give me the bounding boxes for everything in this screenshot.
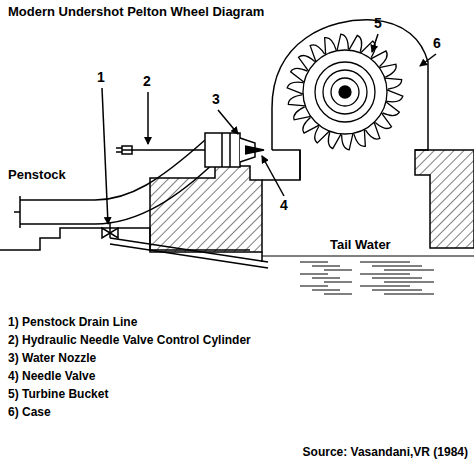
part-label: Tail Water xyxy=(330,238,391,252)
drain-stub xyxy=(109,222,111,238)
water-ripple xyxy=(360,286,410,287)
bank-block xyxy=(415,150,474,248)
title: Modern Undershot Pelton Wheel Diagram xyxy=(8,5,264,19)
legend-line: 5) Turbine Bucket xyxy=(8,388,108,401)
callout-number: 2 xyxy=(143,74,151,89)
leader-line xyxy=(262,156,284,196)
water-ripple xyxy=(360,262,410,263)
leader-line xyxy=(218,110,238,134)
nozzle-ring xyxy=(222,133,230,167)
turbine-bucket-stroke xyxy=(354,129,365,146)
leader-line xyxy=(102,88,108,224)
water-ripple xyxy=(312,290,340,291)
turbine-bucket-stroke xyxy=(299,56,315,72)
turbine-bucket-stroke xyxy=(294,107,311,120)
turbine-bucket-stroke xyxy=(387,90,403,102)
turbine-bucket-stroke xyxy=(342,133,353,150)
water-ripple xyxy=(312,266,340,267)
drain-valve xyxy=(102,228,118,238)
legend-line: 6) Case xyxy=(8,406,51,419)
turbine-bucket-stroke xyxy=(287,82,303,94)
water-ripple xyxy=(300,286,328,287)
water-ripple xyxy=(372,266,422,267)
leader-line xyxy=(147,92,149,144)
water-ripple xyxy=(384,294,434,295)
callout-number: 1 xyxy=(97,70,105,85)
turbine-bucket-stroke xyxy=(325,38,336,55)
water-ripple xyxy=(300,262,328,263)
water-ripple xyxy=(360,274,410,275)
legend-line: 2) Hydraulic Needle Valve Control Cylind… xyxy=(8,334,251,347)
water-ripple xyxy=(384,270,434,271)
water-ripple xyxy=(300,274,328,275)
turbine-bucket-stroke xyxy=(379,64,396,77)
callout-number: 4 xyxy=(280,198,288,213)
penstock-flange xyxy=(14,196,20,228)
leader-line xyxy=(420,54,436,66)
turbine-bucket-stroke xyxy=(349,35,362,51)
callout-number: 3 xyxy=(212,92,220,107)
legend-line: 3) Water Nozzle xyxy=(8,352,96,365)
water-ripple xyxy=(372,278,422,279)
water-ripple xyxy=(312,278,340,279)
pit-wall xyxy=(262,150,300,262)
turbine-bucket-stroke xyxy=(315,126,330,143)
water-ripple xyxy=(324,294,352,295)
part-label: Penstock xyxy=(8,168,66,182)
turbine-bucket-stroke xyxy=(288,95,305,106)
turbine-bucket-stroke xyxy=(383,102,400,116)
turbine-bucket-stroke xyxy=(361,41,376,58)
turbine-bucket-stroke xyxy=(371,51,387,67)
legend-line: 1) Penstock Drain Line xyxy=(8,316,137,329)
case xyxy=(272,20,428,150)
turbine-bucket-stroke xyxy=(385,78,402,89)
tail-water xyxy=(262,256,474,294)
foundation-block xyxy=(150,166,262,252)
control-cylinder-end xyxy=(116,148,122,152)
control-cylinder-rod xyxy=(122,146,205,154)
turbine-bucket-stroke xyxy=(365,122,379,139)
turbine-bucket-stroke xyxy=(303,118,319,134)
callout-number: 5 xyxy=(374,16,382,31)
penstock-drain-line xyxy=(110,238,268,268)
turbine-wheel xyxy=(287,34,403,150)
water-ripple xyxy=(324,270,352,271)
water-ripple xyxy=(384,282,434,283)
turbine-bucket-stroke xyxy=(310,45,324,62)
water-ripple xyxy=(324,282,352,283)
turbine-bucket-stroke xyxy=(291,68,308,82)
legend-line: 4) Needle Valve xyxy=(8,370,95,383)
turbine-bucket-stroke xyxy=(337,34,348,51)
turbine-bucket-stroke xyxy=(328,132,341,148)
callout-number: 6 xyxy=(433,36,441,51)
water-ripple xyxy=(372,290,422,291)
needle-valve xyxy=(245,146,264,154)
turbine-bucket-stroke xyxy=(375,113,391,129)
water-nozzle xyxy=(205,133,240,167)
source-caption: Source: Vasandani,VR (1984) xyxy=(303,446,468,459)
